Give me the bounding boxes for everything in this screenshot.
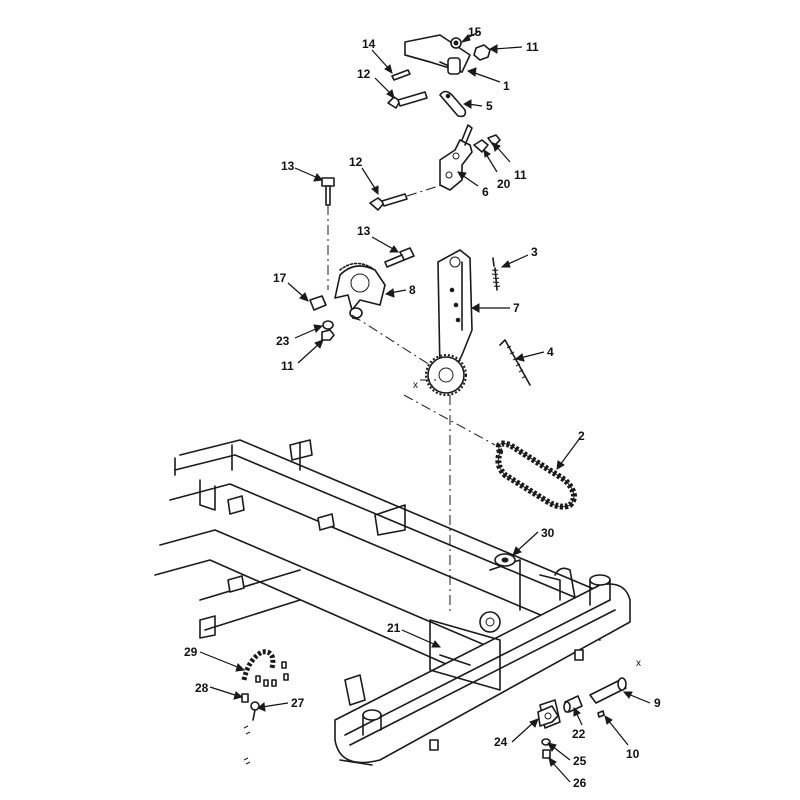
part-2-chain <box>495 440 577 510</box>
part-12-bolt-upper <box>387 91 428 109</box>
callout-2: 2 <box>578 429 585 443</box>
callout-22: 22 <box>572 727 586 741</box>
callout-6: 6 <box>482 185 489 199</box>
part-5-link <box>439 90 467 118</box>
part-22-bushing <box>563 695 583 713</box>
callout-1: 1 <box>503 79 510 93</box>
callout-26: 26 <box>573 776 587 790</box>
part-6-lever <box>439 124 473 191</box>
part-26-screw <box>542 749 551 759</box>
part-12-bolt-mid <box>369 183 446 211</box>
callout-11-low: 11 <box>281 359 294 373</box>
main-frame <box>154 439 631 766</box>
callout-24: 24 <box>494 735 508 749</box>
callout-21: 21 <box>387 621 401 635</box>
part-20-spacer <box>473 139 489 153</box>
callout-13-lower: 13 <box>357 224 371 238</box>
callout-15: 15 <box>468 25 482 39</box>
callout-13: 13 <box>281 159 295 173</box>
part-9-pin <box>589 677 627 704</box>
callout-17: 17 <box>273 271 287 285</box>
small-fastener-details <box>243 725 251 765</box>
callout-10: 10 <box>626 747 640 761</box>
callout-30: 30 <box>541 526 555 540</box>
part-10-clip <box>597 710 605 718</box>
part-7-arm <box>437 249 473 376</box>
leader-lines <box>199 31 651 783</box>
part-15-washer <box>450 37 462 49</box>
part-11-nut-top <box>473 44 491 61</box>
sprocket <box>425 354 467 396</box>
x-marker-pin: x <box>636 658 641 669</box>
callout-28: 28 <box>195 681 209 695</box>
callout-14: 14 <box>362 37 376 51</box>
callout-25: 25 <box>573 754 587 768</box>
part-24-clamp <box>537 705 559 727</box>
x-marker-sprocket: x <box>413 380 418 391</box>
callout-12: 12 <box>357 67 371 81</box>
part-30-washer <box>494 553 516 567</box>
callout-labels: 15 11 14 12 1 5 12 13 11 20 6 13 3 17 8 … <box>184 25 661 790</box>
callout-23: 23 <box>276 334 290 348</box>
callout-20: 20 <box>497 177 511 191</box>
alignment-lines <box>351 314 496 615</box>
part-4-spring <box>499 339 531 386</box>
part-17-spacer <box>309 295 327 311</box>
callout-27: 27 <box>291 696 305 710</box>
part-27-pin <box>250 701 260 721</box>
callout-11: 11 <box>526 40 539 54</box>
part-8-bracket <box>334 262 386 319</box>
part-3-spring <box>491 257 501 291</box>
callout-5: 5 <box>486 99 493 113</box>
callout-12-lower: 12 <box>349 155 363 169</box>
part-11-nut-low <box>321 329 335 341</box>
callout-29: 29 <box>184 645 198 659</box>
part-13-bolt-angled <box>384 247 415 268</box>
part-13-bolt-vertical <box>321 177 335 290</box>
callout-11-mid: 11 <box>514 168 527 182</box>
part-14-screw <box>391 69 411 81</box>
part-11-nut-mid <box>487 134 501 147</box>
callout-7: 7 <box>513 301 520 315</box>
callout-3: 3 <box>531 245 538 259</box>
part-23-washer <box>322 320 334 330</box>
part-28-link <box>241 693 249 703</box>
callout-4: 4 <box>547 345 554 359</box>
part-29-chain-segment <box>241 649 289 687</box>
callout-9: 9 <box>654 696 661 710</box>
callout-8: 8 <box>409 283 416 297</box>
